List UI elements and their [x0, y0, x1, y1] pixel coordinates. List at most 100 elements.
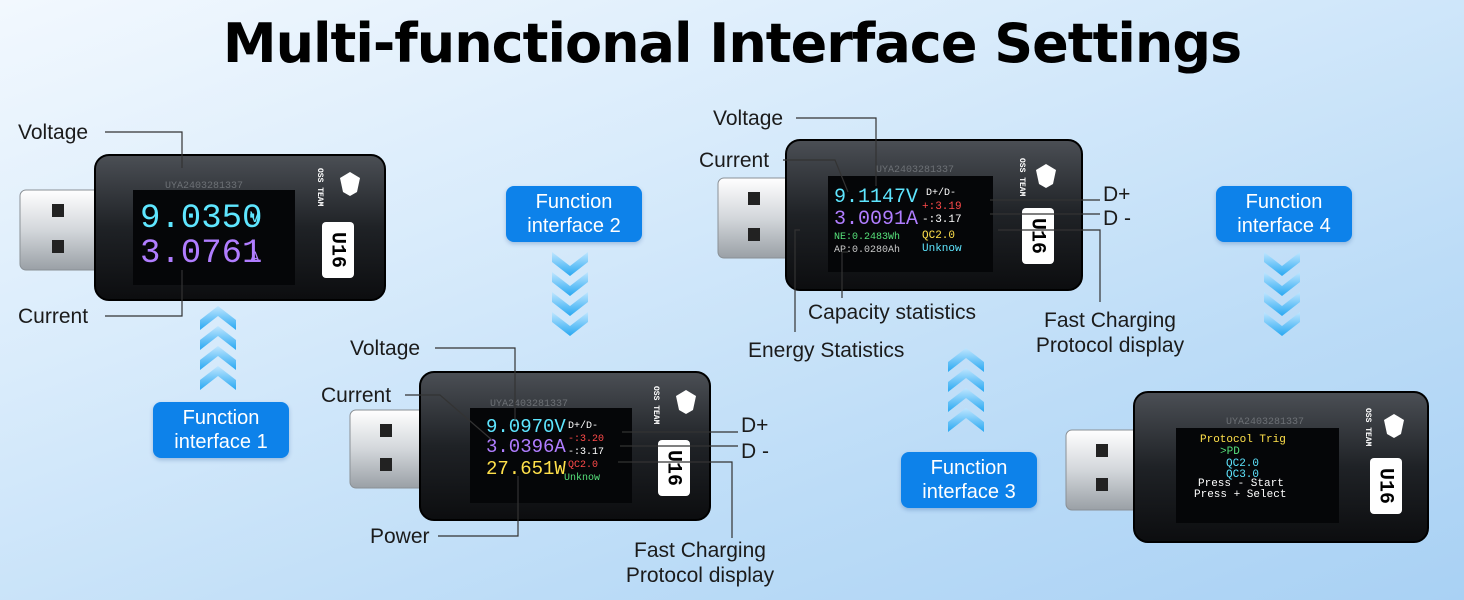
badge-function-interface-1: Function interface 1	[153, 402, 289, 458]
label-voltage-2: Voltage	[350, 337, 421, 360]
screen-hint: Press - Start	[1198, 478, 1284, 490]
screen-voltage-unit: V	[250, 209, 260, 227]
logo-icon	[1384, 414, 1404, 438]
device-2: UYA2403281337 9.0970V 3.0396A 27.651W D+…	[349, 371, 711, 521]
serial-text: UYA2403281337	[1226, 417, 1304, 428]
device-1: UYA2403281337 9.0350 V 3.0761 A U16 OSS …	[19, 154, 386, 301]
label-voltage-1: Voltage	[18, 121, 89, 144]
usb-pin	[52, 204, 64, 217]
model-badge	[1370, 458, 1402, 514]
page-title: Multi-functional Interface Settings	[222, 12, 1242, 75]
model-text: U16	[1374, 468, 1397, 504]
usb-pin	[1096, 478, 1108, 491]
brand-text: OSS TEAM	[1017, 158, 1026, 197]
screen	[133, 190, 295, 285]
screen-voltage: 9.0350	[140, 200, 262, 238]
screen-current: 3.0761	[140, 235, 262, 273]
screen-dp: -:3.20	[568, 434, 604, 445]
label-current-2: Current	[321, 384, 392, 407]
brand-text: OSS TEAM	[315, 168, 324, 207]
label-line: Protocol display	[1035, 334, 1185, 357]
screen-menu-item: QC2.0	[1226, 458, 1259, 470]
label-current-3: Current	[699, 149, 770, 172]
screen-dm: -:3.17	[568, 447, 604, 458]
device-4: UYA2403281337 Protocol Trig >PD QC2.0 QC…	[1065, 391, 1429, 543]
label-dplus-2: D+	[741, 414, 769, 437]
device-2-leaders	[405, 347, 738, 538]
device-3: UYA2403281337 9.1147V 3.0091A D+/D- +:3.…	[717, 139, 1083, 291]
label-power-2: Power	[370, 525, 430, 548]
brand-text: OSS TEAM	[1363, 408, 1372, 447]
badge-line: interface 4	[1237, 215, 1331, 237]
badge-line: Function	[182, 407, 260, 429]
badge-line: interface 1	[174, 431, 268, 453]
logo-icon	[676, 390, 696, 414]
label-fast-charging-3: Fast Charging Protocol display	[1010, 308, 1210, 358]
screen-power: 27.651W	[486, 458, 566, 480]
label-voltage-3: Voltage	[713, 107, 784, 130]
label-dminus-3: D -	[1103, 207, 1131, 230]
badge-function-interface-3: Function interface 3	[901, 452, 1037, 508]
chevrons-up-1	[200, 306, 236, 390]
screen	[470, 408, 632, 503]
screen	[828, 176, 993, 272]
model-text: U16	[1026, 218, 1049, 254]
label-line: Fast Charging	[634, 539, 766, 562]
chevrons-up-3	[948, 348, 984, 432]
label-capacity-3: Capacity statistics	[808, 301, 977, 324]
brand-text: OSS TEAM	[651, 386, 660, 425]
serial-text: UYA2403281337	[165, 181, 243, 192]
model-text: U16	[662, 450, 685, 486]
screen-menu-item: >PD	[1220, 446, 1240, 458]
screen-menu-title: Protocol Trig	[1200, 434, 1286, 446]
screen-current: 3.0396A	[486, 436, 566, 458]
label-energy-3: Energy Statistics	[748, 339, 905, 362]
screen-energy: NE:0.2483Wh	[834, 231, 900, 243]
chevrons-down-2	[552, 252, 588, 336]
model-badge	[1022, 208, 1054, 264]
label-fast-charging-2: Fast Charging Protocol display	[600, 538, 800, 588]
screen-capacity: AP:0.0280Ah	[834, 244, 900, 256]
label-current-1: Current	[18, 305, 89, 328]
usb-pin	[748, 228, 760, 241]
screen-menu-item: QC3.0	[1226, 469, 1259, 481]
label-line: Protocol display	[625, 564, 775, 587]
screen-dp-header: D+/D-	[926, 187, 956, 199]
screen-hint: Press + Select	[1194, 489, 1286, 501]
screen-dp: +:3.19	[922, 201, 962, 213]
serial-text: UYA2403281337	[490, 399, 568, 410]
screen	[1176, 428, 1339, 523]
logo-icon	[1036, 164, 1056, 188]
screen-current: 3.0091A	[834, 208, 918, 231]
badge-function-interface-4: Function interface 4	[1216, 186, 1352, 242]
usb-pin	[52, 240, 64, 253]
device-1-leaders	[105, 131, 183, 317]
badge-line: Function	[1245, 191, 1323, 213]
usb-pin	[380, 458, 392, 471]
model-badge	[322, 222, 354, 278]
usb-pin	[748, 192, 760, 205]
label-dplus-3: D+	[1103, 183, 1131, 206]
device-3-leaders	[783, 117, 1101, 332]
model-badge	[658, 440, 690, 496]
label-line: Fast Charging	[1044, 309, 1176, 332]
screen-status: Unknow	[564, 472, 600, 484]
serial-text: UYA2403281337	[876, 165, 954, 176]
screen-proto: QC2.0	[568, 460, 598, 471]
screen-dp-header: D+/D-	[568, 420, 598, 432]
chevrons-down-4	[1264, 252, 1300, 336]
usb-pin	[380, 424, 392, 437]
badge-line: Function	[930, 457, 1008, 479]
screen-voltage: 9.1147V	[834, 186, 918, 209]
badge-line: interface 2	[527, 215, 621, 237]
logo-icon	[340, 172, 360, 196]
badge-function-interface-2: Function interface 2	[506, 186, 642, 242]
badge-line: interface 3	[922, 481, 1016, 503]
screen-voltage: 9.0970V	[486, 416, 566, 438]
screen-proto: QC2.0	[922, 230, 955, 242]
model-text: U16	[326, 232, 349, 268]
usb-pin	[1096, 444, 1108, 457]
screen-current-unit: A	[250, 249, 260, 267]
screen-status: Unknow	[922, 243, 962, 255]
